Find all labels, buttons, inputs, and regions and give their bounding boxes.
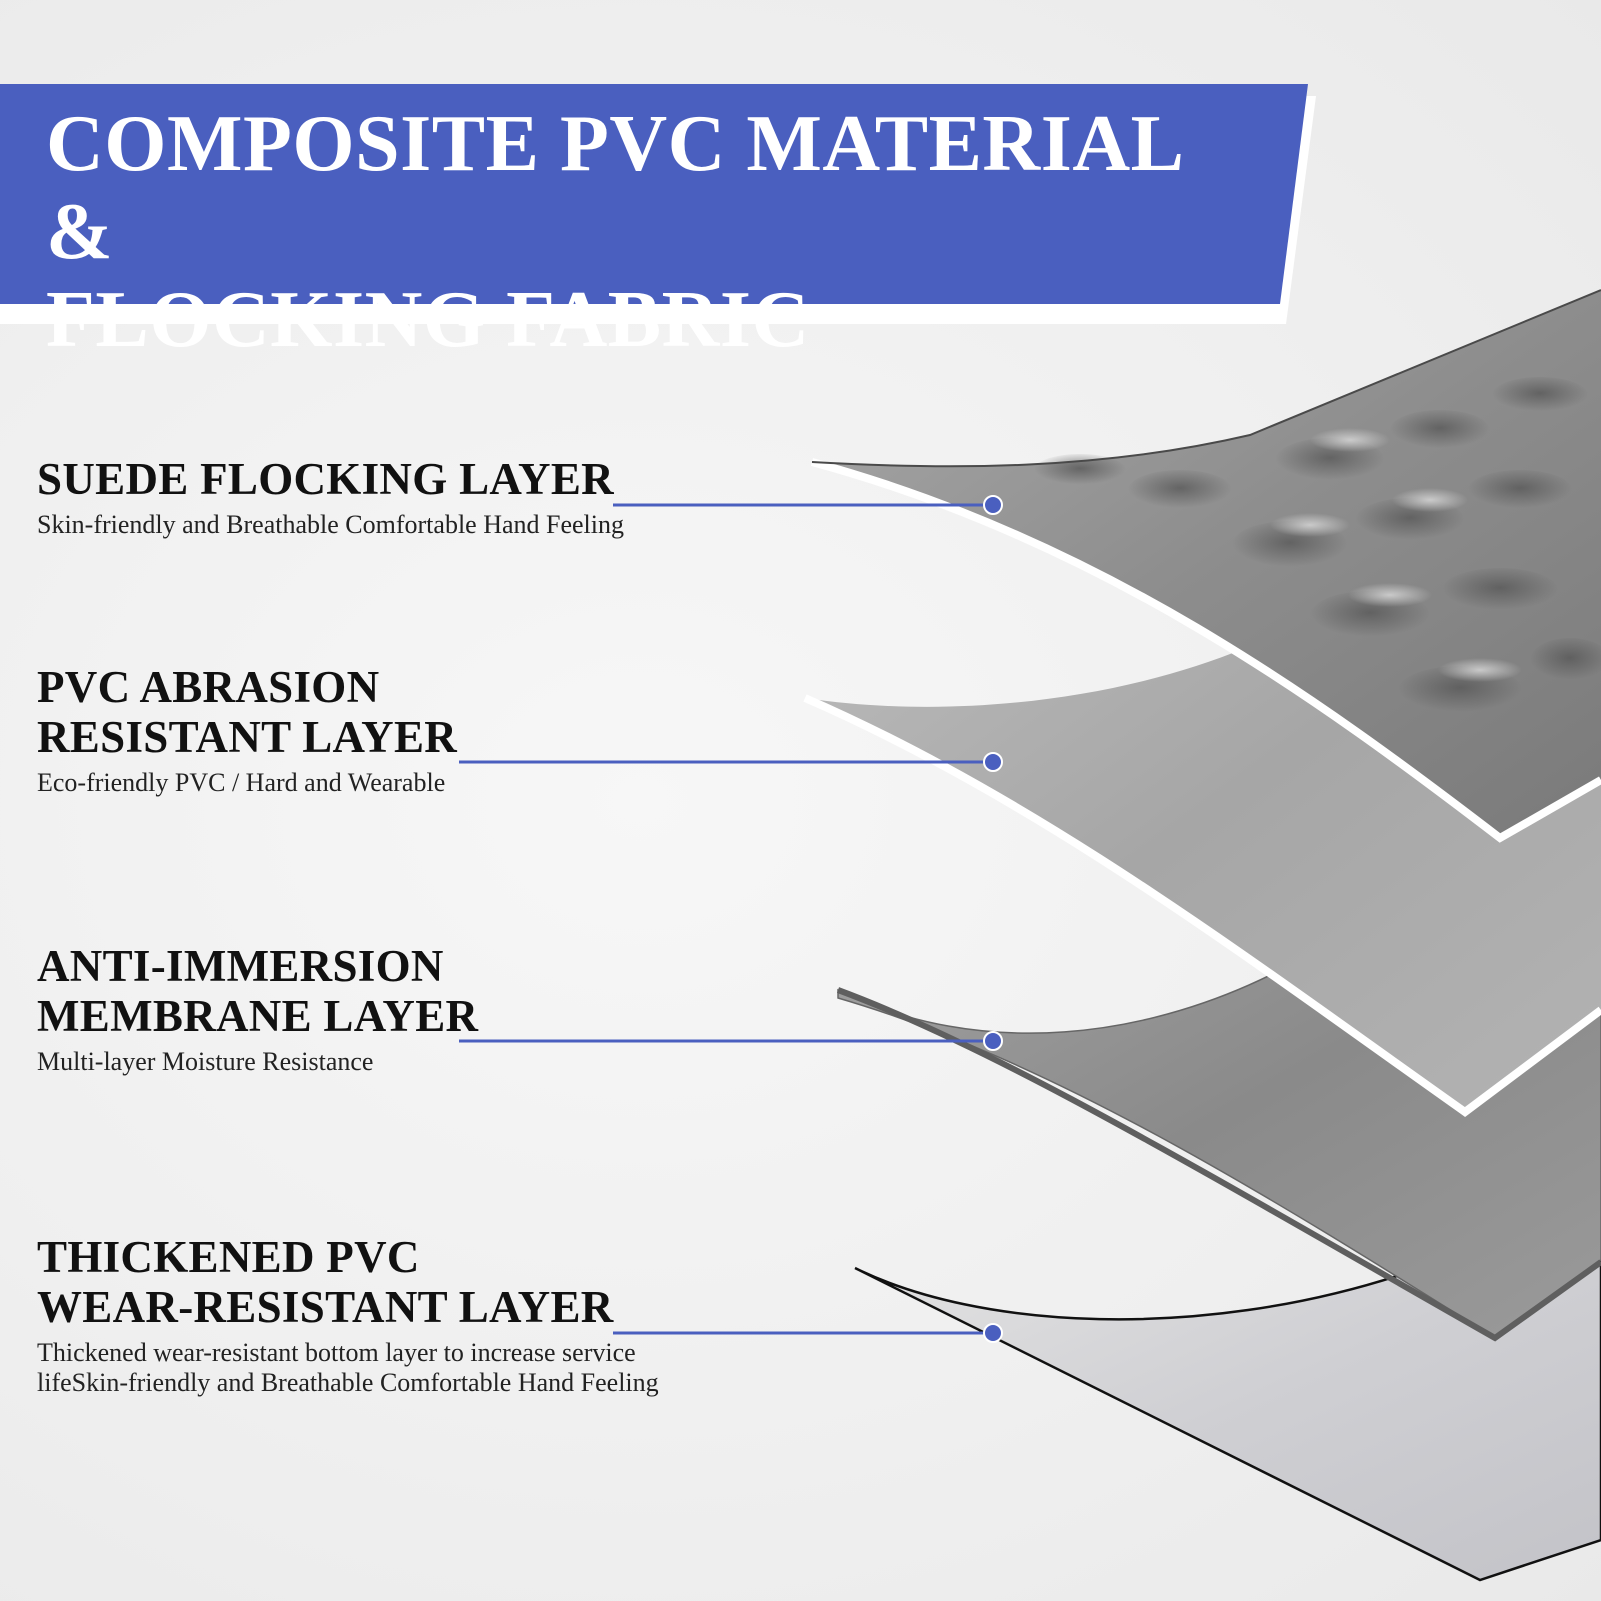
layer-description-line1: Skin-friendly and Breathable Comfortable… xyxy=(37,510,625,539)
pvc-abrasion-layer-edge xyxy=(803,694,1601,1117)
leader-dot-suede xyxy=(983,495,1003,515)
banner-title: COMPOSITE PVC MATERIAL & FLOCKING FABRIC xyxy=(46,100,1266,364)
leader-dot-bottom xyxy=(983,1323,1003,1343)
label-thickened-pvc-layer: THICKENED PVC WEAR-RESISTANT LAYER Thick… xyxy=(37,1232,659,1398)
layer-title: SUEDE FLOCKING LAYER xyxy=(37,454,624,504)
layer-description-line1: Thickened wear-resistant bottom layer to… xyxy=(37,1338,636,1367)
leader-dot-membrane xyxy=(983,1031,1003,1051)
layer-title-line1: THICKENED PVC xyxy=(37,1232,420,1282)
leader-dot-pvc xyxy=(983,752,1003,772)
layer-title: ANTI-IMMERSION MEMBRANE LAYER xyxy=(37,941,478,1041)
layer-title-line2: RESISTANT LAYER xyxy=(37,712,458,762)
layer-description: Multi-layer Moisture Resistance xyxy=(37,1047,478,1077)
layer-title-line2: WEAR-RESISTANT LAYER xyxy=(37,1282,614,1332)
banner-title-line2: FLOCKING FABRIC xyxy=(46,276,810,364)
layer-title: THICKENED PVC WEAR-RESISTANT LAYER xyxy=(37,1232,659,1332)
layer-title-line2: MEMBRANE LAYER xyxy=(37,991,479,1041)
label-suede-flocking-layer: SUEDE FLOCKING LAYER Skin-friendly and B… xyxy=(37,454,624,540)
leader-lines xyxy=(459,495,1003,1343)
layer-title-line1: SUEDE FLOCKING LAYER xyxy=(37,454,614,504)
layer-description: Thickened wear-resistant bottom layer to… xyxy=(37,1338,659,1398)
layer-title: PVC ABRASION RESISTANT LAYER xyxy=(37,662,457,762)
layer-title-line1: PVC ABRASION xyxy=(37,662,380,712)
label-anti-immersion-layer: ANTI-IMMERSION MEMBRANE LAYER Multi-laye… xyxy=(37,941,478,1077)
suede-flocking-layer-top-edge xyxy=(811,289,1601,468)
membrane-layer-edge xyxy=(836,987,1601,1342)
label-pvc-abrasion-layer: PVC ABRASION RESISTANT LAYER Eco-friendl… xyxy=(37,662,457,798)
layer-description: Eco-friendly PVC / Hard and Wearable xyxy=(37,768,457,798)
layer-title-line1: ANTI-IMMERSION xyxy=(37,941,444,991)
banner-background xyxy=(0,84,1308,304)
layer-description: Skin-friendly and Breathable Comfortable… xyxy=(37,510,624,540)
layer-description-line2: lifeSkin-friendly and Breathable Comfort… xyxy=(37,1368,659,1397)
layer-description-line1: Eco-friendly PVC / Hard and Wearable xyxy=(37,768,446,797)
suede-flocking-layer-edge xyxy=(810,458,1601,843)
layer-description-line1: Multi-layer Moisture Resistance xyxy=(37,1047,374,1076)
flocking-texture xyxy=(1034,377,1601,714)
banner-title-line1: COMPOSITE PVC MATERIAL & xyxy=(46,100,1181,276)
